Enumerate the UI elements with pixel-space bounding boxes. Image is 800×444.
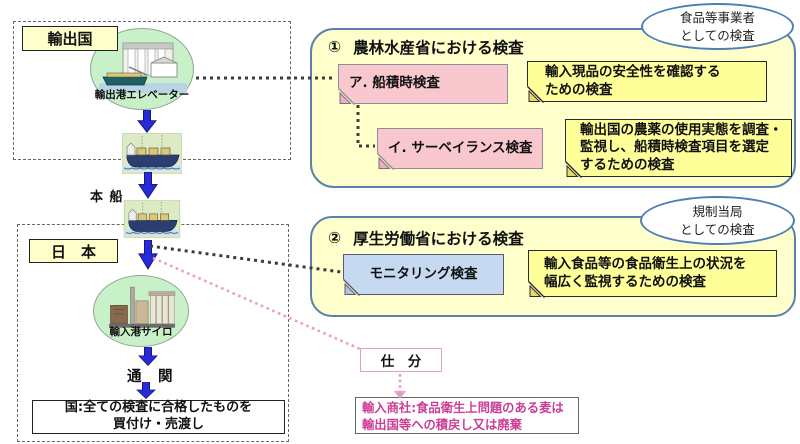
food-business-badge: 食品等事業者 としての検査 <box>641 3 794 50</box>
mhlw-section-header: ② 厚生労働省における検査 <box>328 227 524 249</box>
return-or-discard-box: 輸入商社:食品衛生上問題のある麦は 輸出国等への積戻し又は廃棄 <box>355 397 579 434</box>
flow-arrow-icon <box>138 172 158 199</box>
regulatory-authority-badge: 規制当局 としての検査 <box>640 196 795 245</box>
monitoring-inspection-desc-note: 輸入食品等の食品衛生上の状況を 幅広く監視するための検査 <box>527 250 777 298</box>
grain-elevator-icon <box>99 42 187 93</box>
folded-corner-icon <box>337 87 355 105</box>
japan-label: 日 本 <box>29 239 118 263</box>
sorting-box: 仕 分 <box>360 348 442 372</box>
mhlw-section-title: 厚生労働省における検査 <box>353 230 524 248</box>
folded-corner-icon <box>376 152 394 170</box>
customs-label: 通 関 <box>127 369 174 385</box>
maff-section-title: 農林水産省における検査 <box>353 39 524 57</box>
folded-corner-icon <box>564 160 582 178</box>
shipment-inspection-note: ア. 船積時検査 <box>337 64 508 105</box>
import-silo-ellipse: 輸入港サイロ <box>93 275 189 347</box>
flow-arrow-icon <box>138 240 158 270</box>
export-elevator-ellipse: 輸出港エレベーター <box>90 28 194 110</box>
folded-corner-icon <box>342 278 360 296</box>
state-purchase-box: 国:全ての検査に合格したものを 買付け・売渡し <box>32 400 285 434</box>
maff-section-number: ① <box>328 38 342 56</box>
flow-arrow-icon <box>137 110 157 133</box>
monitoring-inspection-description: 輸入食品等の食品衛生上の状況を 幅広く監視するための検査 <box>544 255 747 290</box>
monitoring-inspection-note: モニタリング検査 <box>342 254 504 296</box>
mhlw-section-number: ② <box>328 229 342 247</box>
shipment-inspection-description: 輸入現品の安全性を確認する ための検査 <box>545 63 721 98</box>
shipment-inspection-desc-note: 輸入現品の安全性を確認する ための検査 <box>526 61 767 103</box>
maff-section-header: ① 農林水産省における検査 <box>328 36 524 58</box>
export-elevator-caption: 輸出港エレベーター <box>94 89 190 101</box>
import-silo-caption: 輸入港サイロ <box>109 326 173 338</box>
surveillance-inspection-label: イ. サーベイランス検査 <box>388 139 533 156</box>
folded-corner-icon <box>526 85 544 103</box>
surveillance-inspection-desc-note: 輸出国の農薬の使用実態を調査・ 監視し、船積時検査項目を選定 するための検査 <box>564 119 792 178</box>
flow-arrow-icon <box>138 347 158 366</box>
folded-corner-icon <box>527 280 545 298</box>
monitoring-inspection-label: モニタリング検査 <box>369 265 478 282</box>
flow-arrow-icon <box>136 382 156 399</box>
vessel-label: 本 船 <box>90 190 124 205</box>
surveillance-inspection-description: 輸出国の農薬の使用実態を調査・ 監視し、船積時検査項目を選定 するための検査 <box>580 122 783 173</box>
cargo-ship-icon <box>122 133 182 174</box>
export-country-label: 輸出国 <box>22 26 118 51</box>
cargo-ship-icon <box>123 200 181 238</box>
shipment-inspection-label: ア. 船積時検査 <box>349 75 440 92</box>
surveillance-inspection-note: イ. サーベイランス検査 <box>376 128 543 170</box>
